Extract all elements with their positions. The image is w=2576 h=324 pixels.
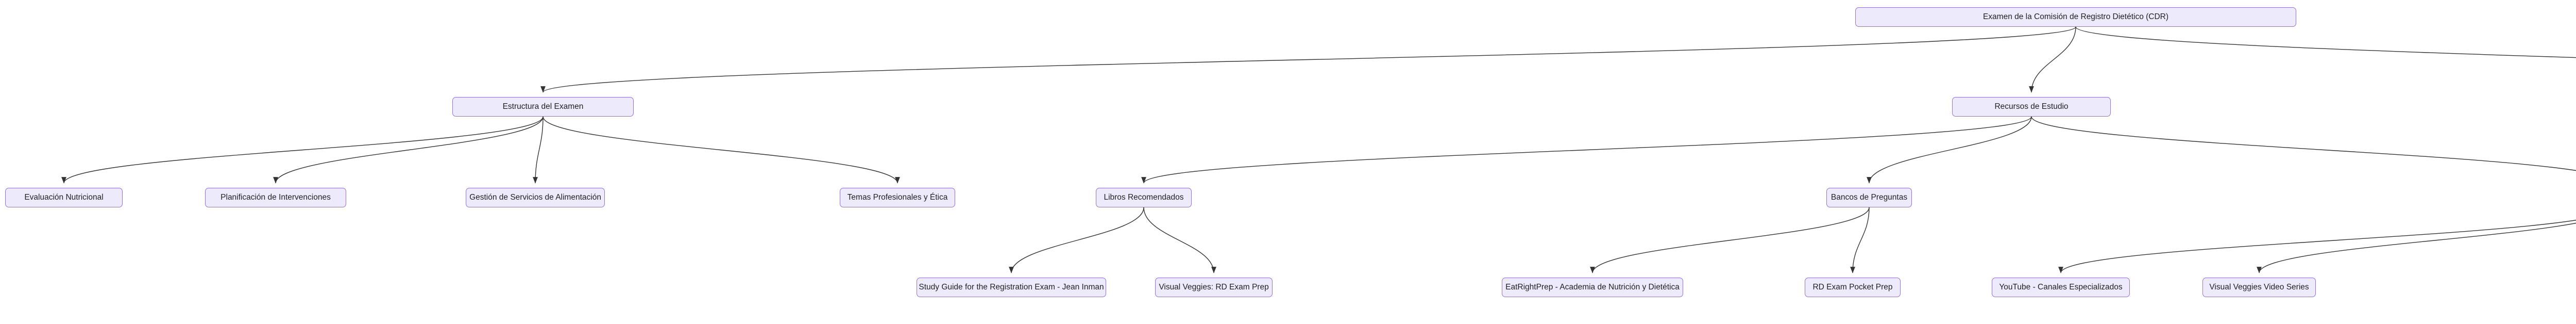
node-label: Visual Veggies: RD Exam Prep bbox=[1159, 283, 1269, 292]
node-videoseries[interactable]: Visual Veggies Video Series bbox=[2202, 278, 2316, 297]
node-gestion[interactable]: Gestión de Servicios de Alimentación bbox=[466, 188, 605, 207]
edge-root-to-estrategia bbox=[2075, 26, 2576, 58]
edge-videos-to-videoseries bbox=[2257, 222, 2576, 273]
node-label: Visual Veggies Video Series bbox=[2209, 283, 2309, 292]
node-libros[interactable]: Libros Recomendados bbox=[1096, 188, 1192, 207]
edge-libros-to-studyguide bbox=[1009, 207, 1144, 273]
node-planificacion[interactable]: Planificación de Intervenciones bbox=[205, 188, 346, 207]
edge-recursos-to-libros bbox=[1141, 116, 2032, 184]
edge-root-to-estructura bbox=[540, 26, 2076, 93]
node-label: EatRightPrep - Academia de Nutrición y D… bbox=[1505, 283, 1680, 292]
node-temas[interactable]: Temas Profesionales y Ética bbox=[840, 188, 955, 207]
edge-recursos-to-bancos bbox=[1867, 116, 2032, 184]
node-label: Libros Recomendados bbox=[1104, 193, 1184, 202]
node-visualveggies[interactable]: Visual Veggies: RD Exam Prep bbox=[1155, 278, 1273, 297]
node-label: Bancos de Preguntas bbox=[1831, 193, 1908, 202]
node-label: Study Guide for the Registration Exam - … bbox=[919, 283, 1104, 292]
node-evaluacion[interactable]: Evaluación Nutricional bbox=[5, 188, 123, 207]
edge-root-to-recursos bbox=[2029, 26, 2076, 93]
node-label: Temas Profesionales y Ética bbox=[847, 193, 948, 202]
edge-libros-to-visualveggies bbox=[1143, 207, 1216, 273]
edge-recursos-to-videos bbox=[2031, 116, 2576, 171]
edge-bancos-to-pocketprep bbox=[1850, 207, 1870, 273]
node-youtube[interactable]: YouTube - Canales Especializados bbox=[1992, 278, 2130, 297]
node-label: Evaluación Nutricional bbox=[24, 193, 104, 202]
node-label: Recursos de Estudio bbox=[1994, 102, 2069, 111]
edge-estructura-to-gestion bbox=[533, 116, 544, 184]
node-label: RD Exam Pocket Prep bbox=[1812, 283, 1893, 292]
node-label: Gestión de Servicios de Alimentación bbox=[469, 193, 601, 202]
edge-estructura-to-evaluacion bbox=[61, 116, 544, 184]
node-pocketprep[interactable]: RD Exam Pocket Prep bbox=[1805, 278, 1901, 297]
node-estructura[interactable]: Estructura del Examen bbox=[452, 97, 634, 117]
node-root[interactable]: Examen de la Comisión de Registro Dietét… bbox=[1855, 7, 2296, 27]
edge-estructura-to-planificacion bbox=[273, 116, 544, 184]
edge-estructura-to-temas bbox=[543, 116, 900, 184]
edge-paths bbox=[61, 26, 2576, 273]
node-label: Examen de la Comisión de Registro Dietét… bbox=[1982, 12, 2169, 22]
edge-videos-to-youtube bbox=[2058, 219, 2576, 273]
node-label: YouTube - Canales Especializados bbox=[1999, 283, 2123, 292]
edge-bancos-to-eatrightprep bbox=[1590, 207, 1870, 273]
node-studyguide[interactable]: Study Guide for the Registration Exam - … bbox=[917, 278, 1106, 297]
node-label: Planificación de Intervenciones bbox=[221, 193, 331, 202]
node-bancos[interactable]: Bancos de Preguntas bbox=[1826, 188, 1912, 207]
node-label: Estructura del Examen bbox=[502, 102, 584, 111]
node-eatrightprep[interactable]: EatRightPrep - Academia de Nutrición y D… bbox=[1502, 278, 1683, 297]
node-recursos[interactable]: Recursos de Estudio bbox=[1952, 97, 2111, 117]
